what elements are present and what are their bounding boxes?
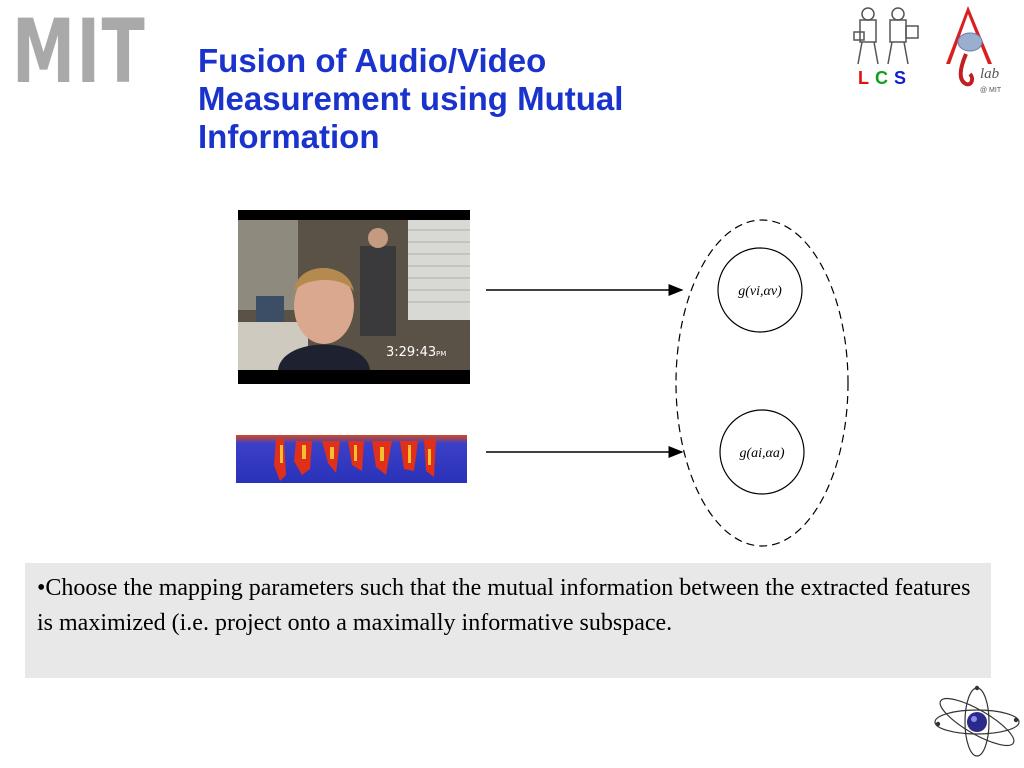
ilab-atmit-text: @ MIT bbox=[980, 87, 1002, 94]
ilab-lab-text: lab bbox=[980, 66, 1000, 82]
feature-space-ellipse bbox=[675, 219, 849, 547]
audio-spectrogram-image bbox=[236, 435, 467, 483]
video-frame-image: 3:29:43 PM bbox=[238, 210, 470, 384]
slide-title: Fusion of Audio/Video Measurement using … bbox=[198, 42, 624, 155]
audio-function-label: g(ai,αa) bbox=[739, 446, 784, 461]
video-timestamp: 3:29:43 bbox=[386, 345, 436, 360]
ilab-logo: lab @ MIT bbox=[946, 6, 1002, 94]
video-function-node bbox=[717, 247, 803, 333]
bullet-text-box: •Choose the mapping parameters such that… bbox=[25, 563, 991, 678]
lcs-letter-l: L bbox=[858, 68, 869, 88]
bullet-text: •Choose the mapping parameters such that… bbox=[37, 575, 971, 636]
mit-logo: MIT bbox=[12, 0, 147, 103]
globe-orbit-icon bbox=[934, 685, 1020, 757]
mapping-diagram: g(vi,αv) g(ai,αa) bbox=[486, 219, 849, 547]
lcs-figures-icon bbox=[853, 7, 919, 65]
video-timestamp-suffix: PM bbox=[436, 350, 446, 358]
lcs-letter-s: S bbox=[894, 68, 907, 88]
audio-function-node bbox=[719, 409, 805, 495]
video-function-label: g(vi,αv) bbox=[738, 284, 782, 299]
lcs-letter-c: C bbox=[875, 68, 888, 88]
